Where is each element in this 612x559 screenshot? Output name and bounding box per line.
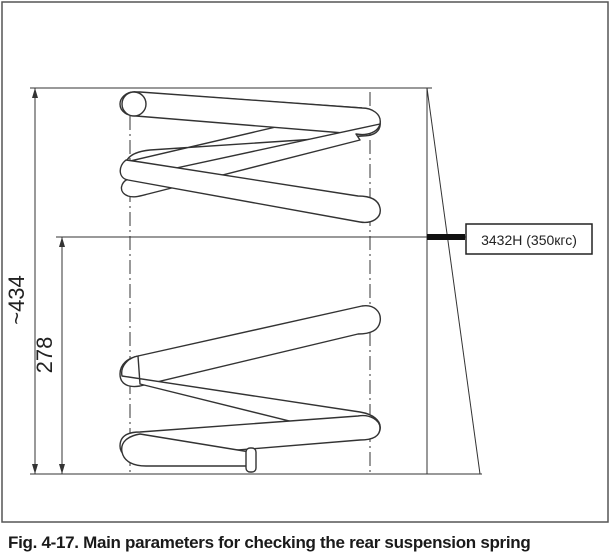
figure-caption: Fig. 4-17. Main parameters for checking …	[8, 533, 531, 552]
spring-lower-coils	[119, 305, 381, 473]
load-marker	[427, 234, 465, 240]
load-label: 3432H (350кгс)	[481, 232, 577, 248]
dimensions	[30, 87, 482, 475]
spring-upper-coils	[119, 91, 381, 224]
dimension-arrows	[32, 88, 65, 474]
loaded-height-label: 278	[32, 337, 57, 374]
wire-end-top	[121, 91, 147, 117]
load-label-box	[465, 223, 593, 255]
figure-border	[1, 1, 609, 523]
wire-end-bottom	[245, 447, 257, 473]
total-height-label: ~434	[4, 275, 29, 325]
load-slope-line	[426, 87, 481, 475]
guide-lines	[129, 87, 481, 475]
